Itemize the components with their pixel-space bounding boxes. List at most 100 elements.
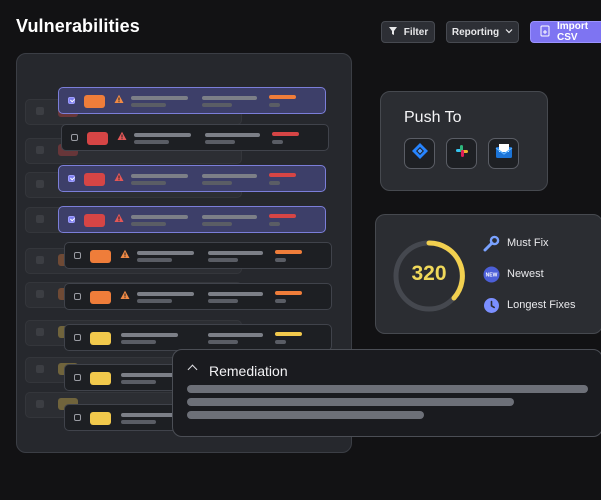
row-text-placeholder [208,299,238,303]
row-checkbox[interactable] [68,97,75,104]
row-text-placeholder [134,133,191,137]
page-title: Vulnerabilities [16,16,140,36]
row-text-placeholder [202,181,232,185]
row-text-placeholder [121,380,156,384]
row-text-placeholder [202,222,232,226]
warning-icon [120,249,130,263]
warning-icon [114,213,124,227]
clock-icon [483,297,500,314]
new-badge-icon: NEW [483,266,500,283]
vulnerability-row[interactable] [61,124,329,151]
summary-card: 320 Must Fix NEW Newest Longest Fixes [375,214,601,334]
row-checkbox[interactable] [68,175,75,182]
warning-icon [114,94,124,108]
severity-badge [90,332,111,345]
slack-icon [453,142,471,165]
vulnerability-row[interactable] [64,283,332,310]
vulnerability-row[interactable] [64,242,332,269]
vulnerability-row[interactable] [58,87,326,114]
remediation-text-line [187,411,424,419]
severity-badge [87,132,108,145]
must-fix-option[interactable]: Must Fix [507,237,549,249]
row-checkbox[interactable] [71,134,78,141]
row-text-placeholder [202,96,257,100]
row-text-placeholder [131,96,188,100]
row-text-placeholder [137,251,194,255]
severity-bar [269,173,296,177]
wrench-icon [483,235,500,252]
row-text-placeholder [269,222,280,226]
severity-bar [275,332,302,336]
chevron-down-icon [505,27,513,38]
row-text-placeholder [131,215,188,219]
push-to-title: Push To [404,109,462,126]
row-checkbox[interactable] [74,414,81,421]
row-text-placeholder [208,333,263,337]
severity-badge [90,250,111,263]
filter-label: Filter [403,26,429,38]
remediation-panel: Remediation [172,349,601,437]
row-text-placeholder [202,103,232,107]
row-text-placeholder [137,292,194,296]
csv-file-icon [539,25,551,40]
remediation-text-line [187,385,588,393]
push-jira-button[interactable] [404,138,435,169]
reporting-label: Reporting [451,26,500,38]
row-text-placeholder [131,181,166,185]
row-text-placeholder [208,258,238,262]
row-checkbox[interactable] [74,374,81,381]
row-text-placeholder [275,340,286,344]
row-text-placeholder [205,140,235,144]
score-ring [393,240,465,312]
vulnerability-row[interactable] [58,206,326,233]
row-text-placeholder [121,340,156,344]
row-checkbox[interactable] [74,334,81,341]
push-email-button[interactable] [488,138,519,169]
severity-bar [275,291,302,295]
severity-badge [90,291,111,304]
jira-icon [411,142,429,165]
row-text-placeholder [205,133,260,137]
row-text-placeholder [202,215,257,219]
warning-icon [120,290,130,304]
row-text-placeholder [275,299,286,303]
severity-badge [84,173,105,186]
row-text-placeholder [121,333,178,337]
push-to-card: Push To [380,91,548,191]
newest-option[interactable]: Newest [507,268,544,280]
severity-badge [90,372,111,385]
filter-icon [388,26,398,39]
row-text-placeholder [131,103,166,107]
chevron-up-icon[interactable] [187,364,198,375]
row-text-placeholder [131,222,166,226]
longest-fixes-option[interactable]: Longest Fixes [507,299,576,311]
import-csv-button[interactable]: Import CSV [530,21,601,43]
filter-button[interactable]: Filter [381,21,435,43]
row-text-placeholder [275,258,286,262]
row-text-placeholder [134,140,169,144]
severity-bar [269,95,296,99]
row-text-placeholder [269,181,280,185]
row-text-placeholder [202,174,257,178]
severity-badge [84,95,105,108]
email-icon [494,142,514,165]
warning-icon [117,131,127,145]
severity-bar [275,250,302,254]
svg-text:NEW: NEW [486,273,498,279]
row-text-placeholder [121,420,156,424]
row-text-placeholder [121,373,178,377]
row-text-placeholder [121,413,178,417]
row-text-placeholder [269,103,280,107]
row-checkbox[interactable] [74,293,81,300]
reporting-dropdown[interactable]: Reporting [446,21,519,43]
warning-icon [114,172,124,186]
push-slack-button[interactable] [446,138,477,169]
row-checkbox[interactable] [68,216,75,223]
vulnerability-row[interactable] [64,324,332,351]
import-label: Import CSV [557,21,589,43]
row-checkbox[interactable] [74,252,81,259]
row-text-placeholder [131,174,188,178]
severity-badge [84,214,105,227]
vulnerability-row[interactable] [58,165,326,192]
row-text-placeholder [272,140,283,144]
